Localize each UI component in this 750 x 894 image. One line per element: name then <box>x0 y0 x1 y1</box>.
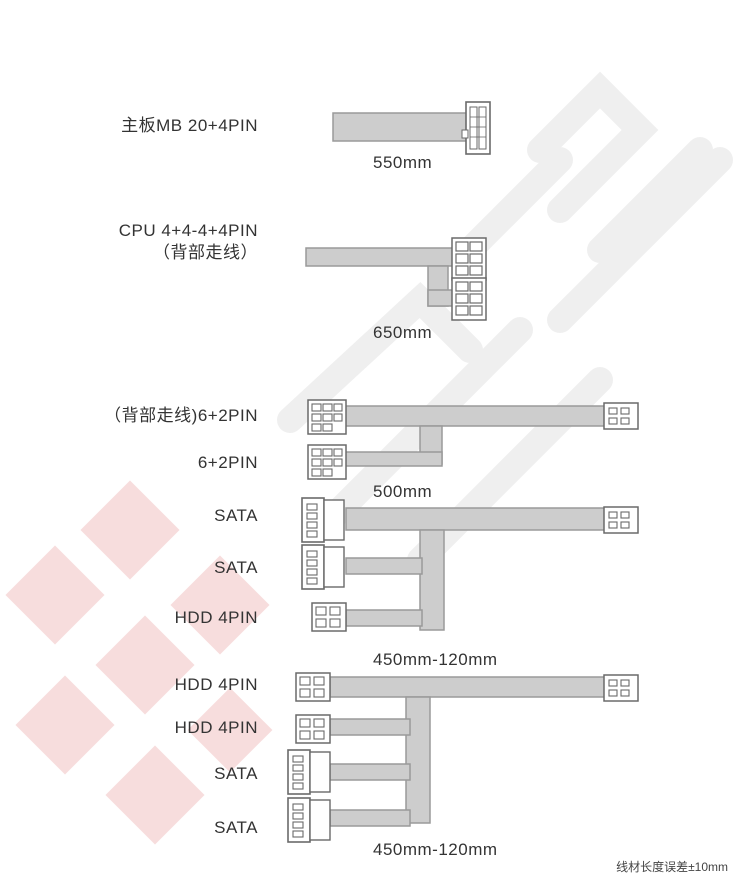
tolerance-note: 线材长度误差±10mm <box>616 860 728 874</box>
connector-label: HDD 4PIN <box>174 608 258 627</box>
pcie-connector-top-icon <box>307 399 347 435</box>
connector-label: SATA <box>214 818 258 837</box>
cable-cpu <box>305 237 487 321</box>
sata-connector-icon <box>301 497 345 543</box>
molex-connector-icon <box>295 672 331 702</box>
cpu-connector-top-icon <box>451 237 487 281</box>
sata-connector-icon <box>301 544 345 590</box>
cable-sata-hdd-a <box>301 497 639 632</box>
sata-connector-icon <box>287 749 331 795</box>
cable-mb-24pin <box>332 101 491 155</box>
connector-label: HDD 4PIN <box>174 718 258 737</box>
psu-end-connector-icon <box>603 674 639 702</box>
connector-label: （背部走线） <box>153 243 258 262</box>
connector-label: 主板MB 20+4PIN <box>121 116 258 135</box>
psu-end-connector-icon <box>603 506 639 534</box>
cpu-connector-bottom-icon <box>451 277 487 321</box>
cable-length: 500mm <box>373 482 433 501</box>
cable-length: 650mm <box>373 323 433 342</box>
cable-pcie <box>307 399 639 480</box>
connector-label: CPU 4+4-4+4PIN <box>118 221 258 240</box>
cable-sata-hdd-b <box>287 672 639 843</box>
connector-label: SATA <box>214 558 258 577</box>
sata-connector-icon <box>287 797 331 843</box>
psu-end-connector-icon <box>603 402 639 430</box>
cable-length: 450mm-120mm <box>373 650 498 669</box>
pcie-connector-bottom-icon <box>307 444 347 480</box>
connector-label: HDD 4PIN <box>174 675 258 694</box>
cable-length: 550mm <box>373 153 433 172</box>
mb-24pin-connector-icon <box>461 101 491 155</box>
cable-length: 450mm-120mm <box>373 840 498 859</box>
connector-label: SATA <box>214 764 258 783</box>
molex-connector-icon <box>295 714 331 744</box>
connector-label: （背部走线)6+2PIN <box>104 406 258 425</box>
connector-label: 6+2PIN <box>197 453 258 472</box>
connector-label: SATA <box>214 506 258 525</box>
molex-connector-icon <box>311 602 347 632</box>
